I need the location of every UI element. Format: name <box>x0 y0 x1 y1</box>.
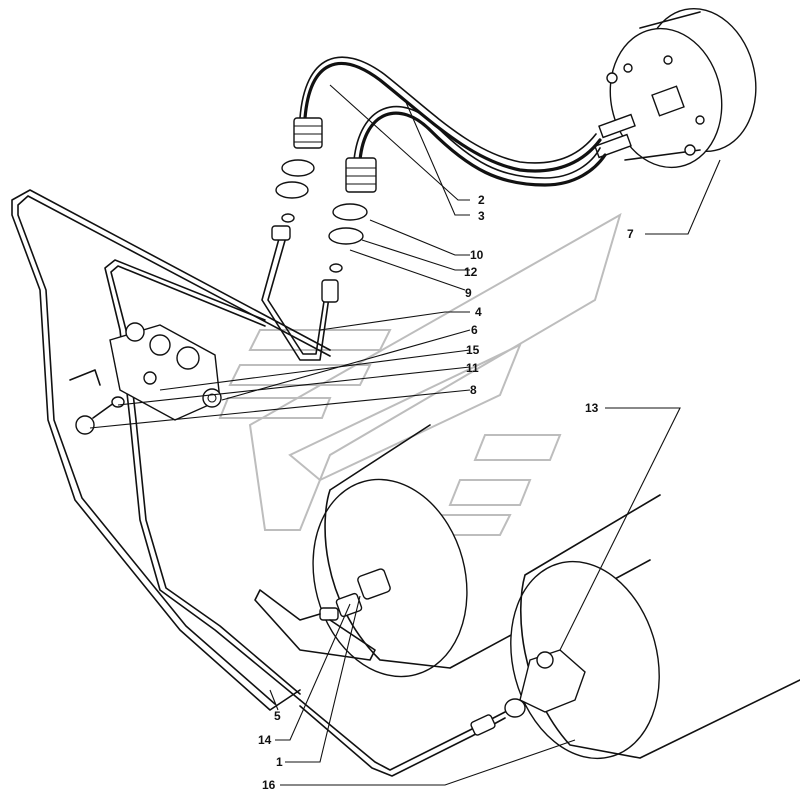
callout-2: 2 <box>478 193 485 207</box>
leader-lines <box>89 84 721 786</box>
callout-12: 12 <box>464 265 478 279</box>
callout-7: 7 <box>627 227 634 241</box>
valve-block <box>69 322 222 435</box>
callout-8: 8 <box>470 383 477 397</box>
callout-10: 10 <box>470 248 484 262</box>
callout-5: 5 <box>274 709 281 723</box>
callout-labels: 2 3 10 12 9 4 6 15 11 8 7 13 5 14 1 16 <box>258 193 634 792</box>
rigid-tubes <box>11 189 343 711</box>
callout-1: 1 <box>276 755 283 769</box>
callout-6: 6 <box>471 323 478 337</box>
callout-15: 15 <box>466 343 480 357</box>
air-tank-lower <box>299 494 800 777</box>
pressure-gauge <box>594 7 757 169</box>
callout-13: 13 <box>585 401 599 415</box>
callout-3: 3 <box>478 209 485 223</box>
callout-14: 14 <box>258 733 272 747</box>
air-tank-upper <box>254 424 651 678</box>
watermark-logo <box>218 212 622 536</box>
callout-16: 16 <box>262 778 276 792</box>
callout-4: 4 <box>475 305 482 319</box>
gauge-hoses <box>275 56 607 245</box>
callout-11: 11 <box>466 361 479 375</box>
callout-9: 9 <box>465 286 472 300</box>
